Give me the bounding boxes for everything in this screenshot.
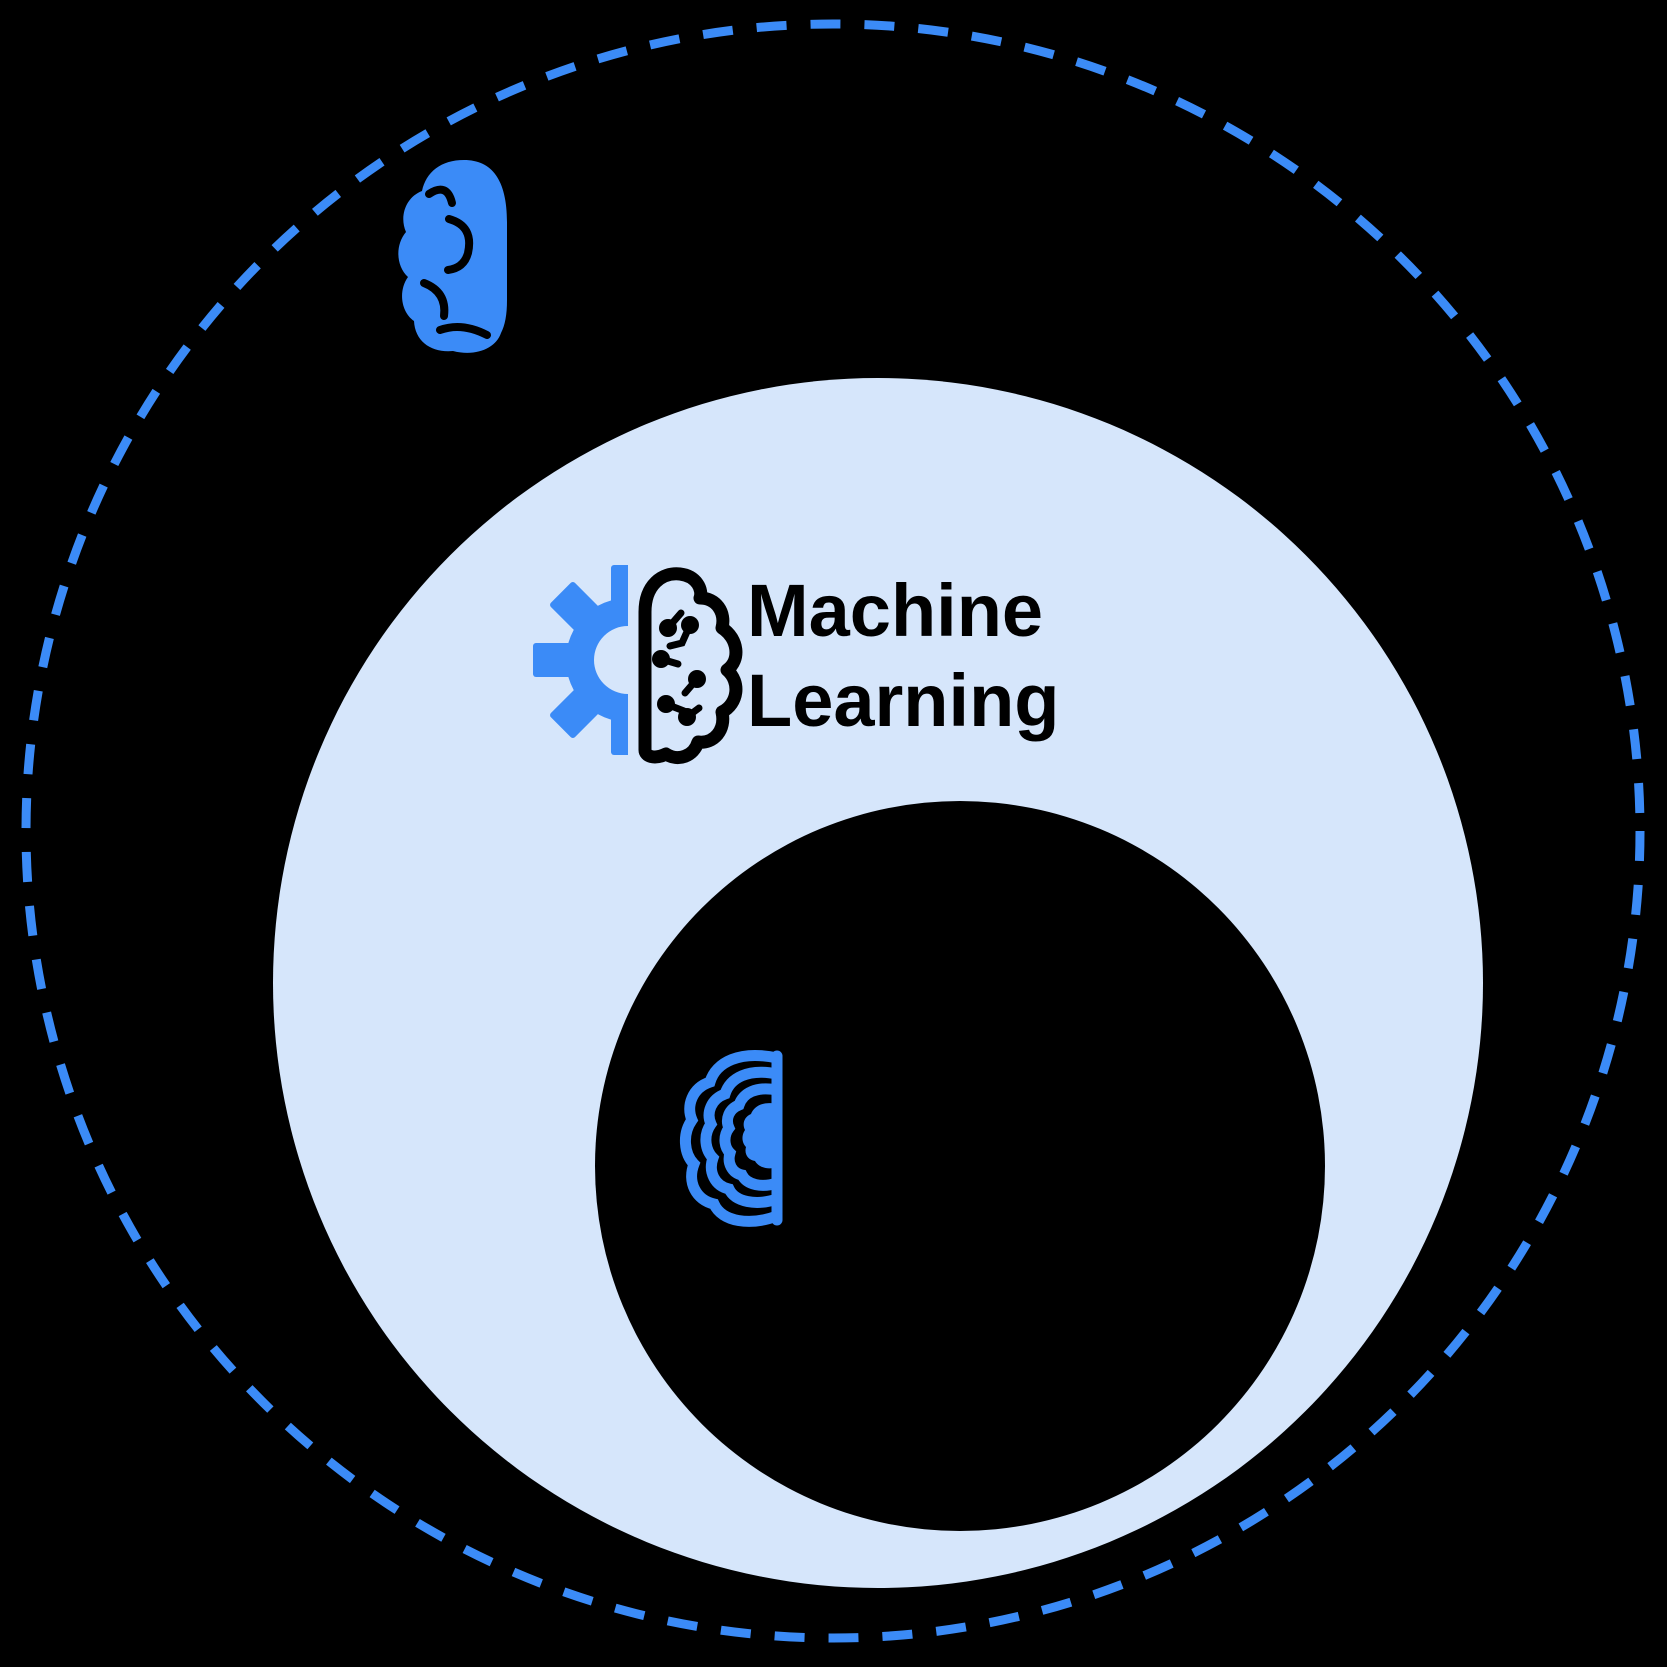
gear-body [566,598,628,722]
brain-icon [398,160,507,353]
outer-dashed-circle [21,19,1645,1643]
nested-brain-ring-middle [700,1066,783,1208]
brain-fold-line [425,185,456,207]
brain-icon-body [398,160,507,353]
gear-tooth [550,582,600,632]
circuit-brain-outline [638,567,743,764]
middle-circle-label-line2: Learning [747,659,1059,742]
circuit-node [657,695,675,713]
circuit-node [681,616,699,634]
circuit-nodes [652,616,706,726]
circuit-brain-icon [638,567,743,764]
nested-brain-ring-inner [719,1083,783,1191]
gear-icon [533,565,628,755]
brain-fold-line [444,215,474,274]
nested-brain-icon [680,1050,783,1227]
gear-tooth [533,643,573,677]
middle-circle-label-line1: Machine [747,569,1043,652]
circuit-node [678,708,696,726]
gear-tooth [550,688,600,738]
brain-icon-folds [420,185,491,339]
nested-brain-core [742,1103,777,1169]
circuit-node [688,670,706,688]
circuit-node [659,619,677,637]
brain-fold-line [436,322,491,339]
gear-brain-icon [533,565,743,764]
circuit-node [652,650,670,668]
brain-fold-line [420,279,449,320]
gear-tooth [611,715,628,755]
nested-brain-ring-outer [680,1050,783,1227]
inner-circle [595,801,1325,1531]
gear-tooth [611,565,628,605]
